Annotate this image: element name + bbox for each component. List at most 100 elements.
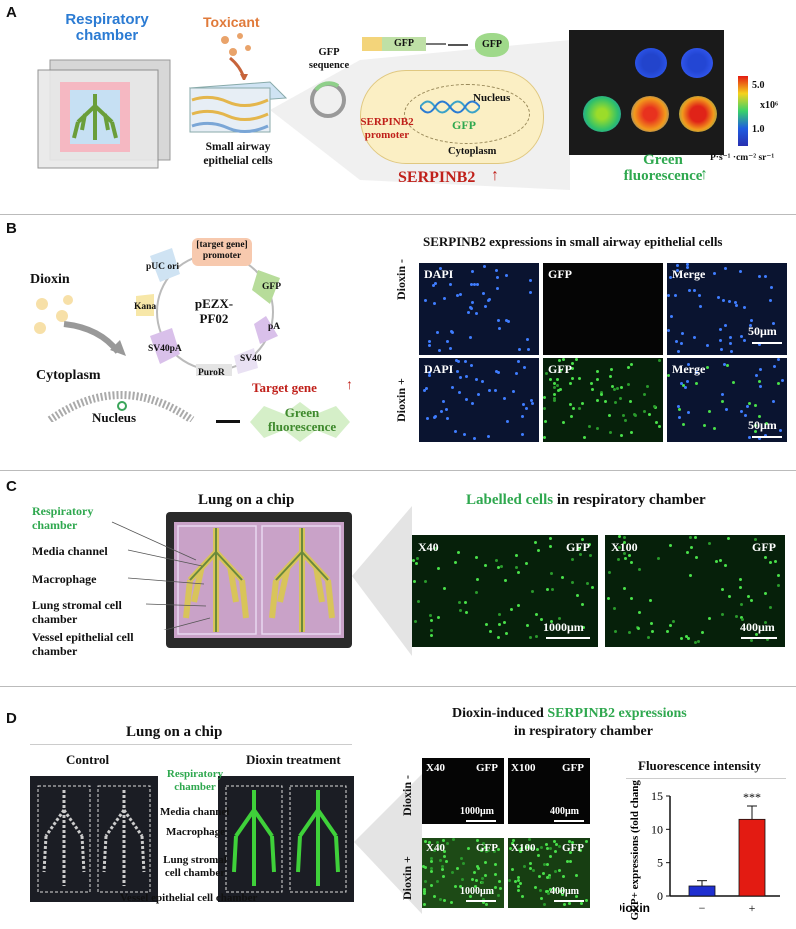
colorbar-units: P·s⁻¹ ·cm⁻² sr⁻¹ — [710, 153, 775, 163]
cell-dot — [476, 839, 479, 842]
dna-helix-icon — [420, 100, 480, 114]
cell-dot — [498, 623, 501, 626]
cell-dot — [424, 866, 427, 869]
cell-dot — [627, 366, 630, 369]
green-burst-icon — [250, 402, 350, 442]
cell-dot — [531, 402, 534, 405]
cell-dot — [758, 380, 761, 383]
cell-dot — [553, 393, 556, 396]
cell-dot — [727, 537, 730, 540]
cell-dot — [686, 380, 689, 383]
d-tag-2: GFP — [562, 762, 584, 774]
cell-dot — [676, 264, 679, 267]
cell-dot — [451, 871, 454, 874]
d-scalebar-1 — [466, 820, 496, 822]
cell-dot — [441, 865, 444, 868]
cell-dot — [423, 903, 426, 906]
cell-dot — [523, 366, 526, 369]
cell-dot — [523, 865, 526, 868]
cell-dot — [609, 431, 612, 434]
cell-dot — [446, 842, 449, 845]
cell-dot — [529, 867, 532, 870]
cell-dot — [485, 903, 488, 906]
cell-dot — [554, 850, 557, 853]
cell-dot — [497, 848, 500, 851]
cell-dot — [439, 845, 442, 848]
cell-dot — [457, 551, 460, 554]
cell-dot — [769, 606, 772, 609]
cell-dot — [480, 849, 483, 852]
cell-dot — [498, 327, 501, 330]
cell-dot — [531, 590, 534, 593]
cell-dot — [764, 556, 767, 559]
cell-dot — [488, 298, 491, 301]
cell-dot — [416, 557, 419, 560]
cell-dot — [687, 411, 690, 414]
toxicant-label: Toxicant — [203, 14, 260, 30]
cell-dot — [708, 617, 711, 620]
cell-dot — [450, 330, 453, 333]
cell-dot — [512, 390, 515, 393]
c-right-title: Labelled cells in respiratory chamber — [466, 492, 706, 509]
cell-dot — [630, 561, 633, 564]
cell-dot — [758, 415, 761, 418]
d-title-rule — [30, 744, 352, 745]
cell-dot — [637, 627, 640, 630]
cell-dot — [729, 342, 732, 345]
cell-dot — [497, 894, 500, 897]
cell-dot — [515, 372, 518, 375]
cell-dot — [476, 578, 479, 581]
d-row-minus: Dioxin - — [400, 774, 414, 816]
cell-dot — [677, 350, 680, 353]
cell-dot — [441, 868, 444, 871]
b-scale-label-1: 50μm — [748, 324, 777, 338]
cell-dot — [708, 410, 711, 413]
cell-dot — [517, 360, 520, 363]
cell-dot — [764, 592, 767, 595]
c-label-vessel: Vessel epithelial cell chamber — [32, 630, 134, 658]
cell-dot — [764, 621, 767, 624]
cell-dot — [503, 397, 506, 400]
cell-dot — [484, 861, 487, 864]
cell-dot — [485, 623, 488, 626]
b-merge-plus — [667, 358, 787, 442]
cell-dot — [678, 416, 681, 419]
cell-dot — [527, 348, 530, 351]
nucleus-b-label: Nucleus — [92, 410, 137, 425]
gfp-gene-box: GFP — [382, 37, 426, 51]
cell-dot — [693, 289, 696, 292]
cell-dot — [475, 312, 478, 315]
cell-dot — [638, 568, 641, 571]
c-title-rest: in respiratory chamber — [553, 492, 706, 508]
cell-dot — [515, 566, 518, 569]
cell-dot — [534, 886, 537, 889]
cell-dot — [430, 884, 433, 887]
cytoplasm-b-label: Cytoplasm — [36, 368, 101, 383]
cell-dot — [563, 903, 566, 906]
cell-dot — [748, 402, 751, 405]
well-top-middle — [635, 48, 667, 78]
cell-dot — [682, 384, 685, 387]
cell-dot — [445, 860, 448, 863]
cell-dot — [669, 544, 672, 547]
cell-dot — [588, 543, 591, 546]
cell-dot — [530, 399, 533, 402]
cell-dot — [449, 283, 452, 286]
d-chip-control — [30, 776, 158, 902]
cell-dot — [777, 584, 780, 587]
cell-dot — [465, 611, 468, 614]
cell-dot — [667, 329, 670, 332]
cell-dot — [511, 842, 514, 845]
cell-dot — [445, 408, 448, 411]
cell-dot — [433, 849, 436, 852]
cell-dot — [476, 865, 479, 868]
cell-dot — [430, 619, 433, 622]
cell-dot — [545, 372, 548, 375]
cell-dot — [423, 888, 426, 891]
cell-dot — [443, 855, 446, 858]
cell-dot — [520, 847, 523, 850]
cell-dot — [477, 867, 480, 870]
cell-dot — [724, 324, 727, 327]
cell-dot — [481, 380, 484, 383]
significance-marker: *** — [743, 790, 761, 804]
